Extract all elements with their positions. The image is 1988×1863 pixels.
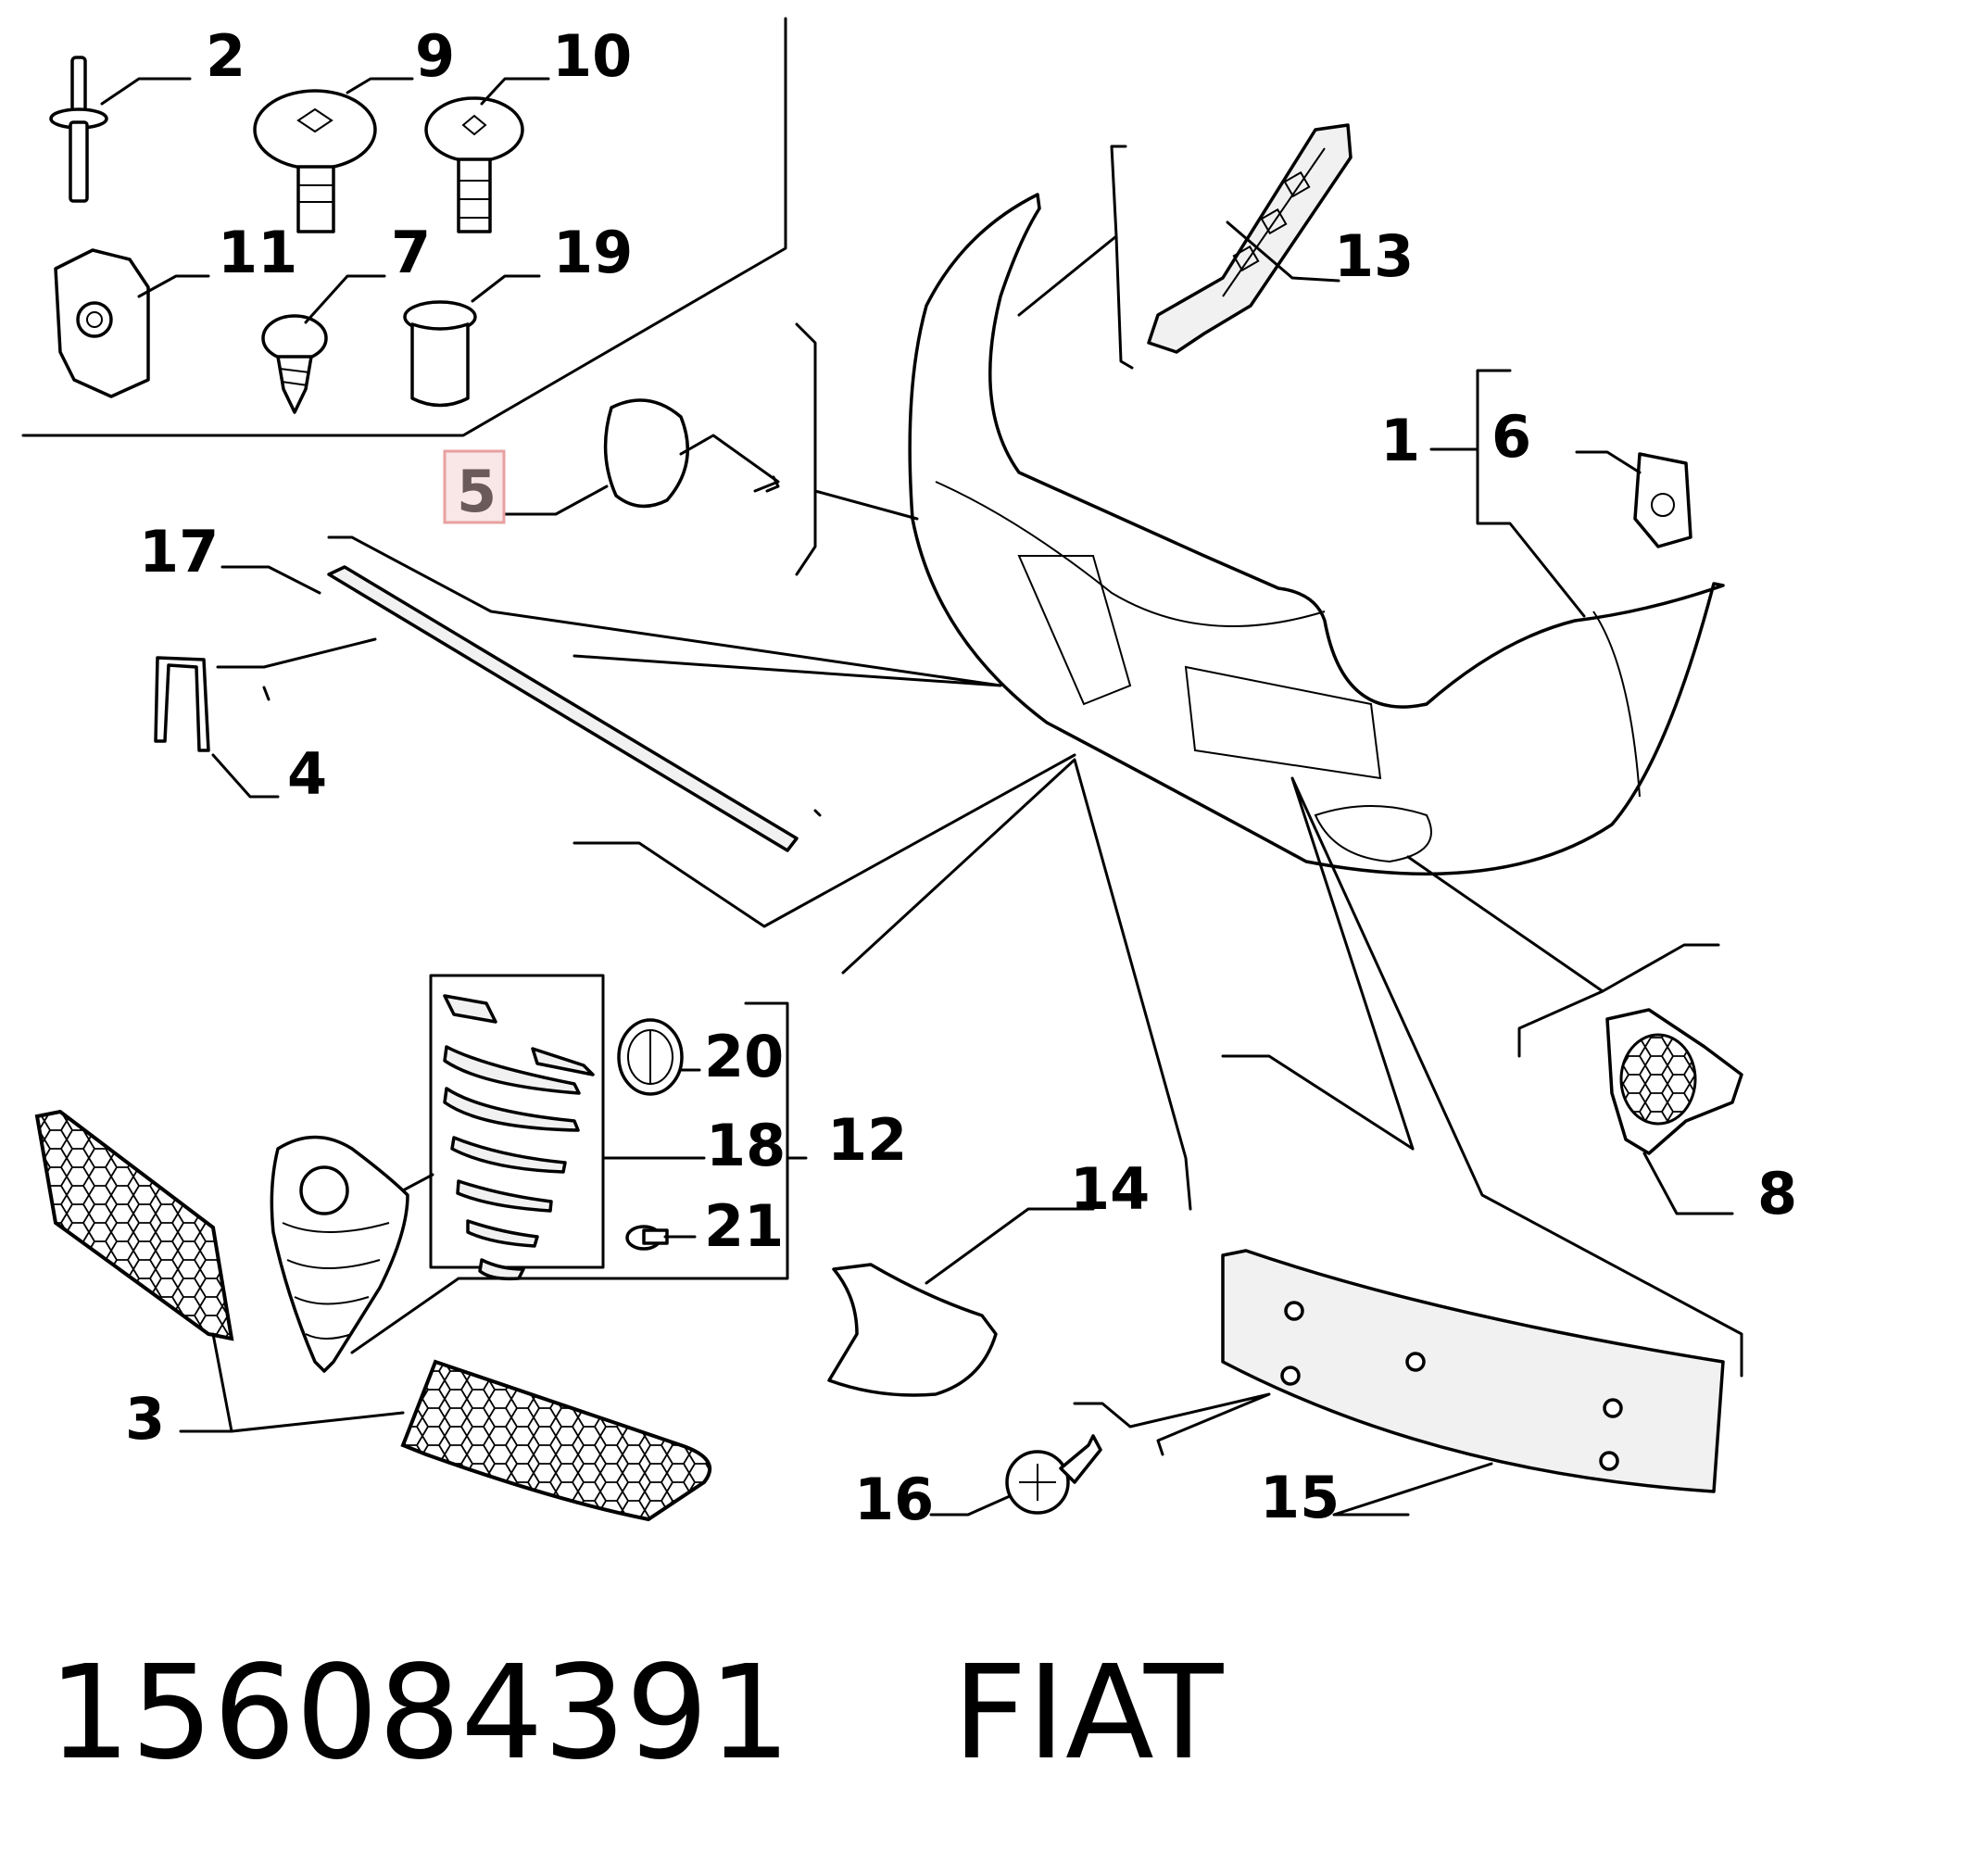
callout-5: 5 (457, 458, 497, 525)
callout-14: 14 (1070, 1155, 1150, 1223)
part-2-rivet (49, 56, 108, 203)
part-19-bush-nut (403, 300, 477, 408)
parts-exploded-diagram: 2 9 10 11 7 19 13 1 6 5 17 4 20 18 12 21… (21, 17, 1797, 1533)
part-6-clip (1633, 452, 1692, 548)
part-3-lower-grille (400, 1359, 712, 1522)
callout-15: 15 (1260, 1464, 1340, 1531)
part-18-slat-box (429, 974, 605, 1269)
part-14-fog-cover (827, 1263, 998, 1397)
part-4-staple (154, 656, 210, 752)
caption: 156084391 FIAT (48, 1635, 1901, 1793)
part-10-torx-screw (424, 96, 524, 233)
part-1-bumper-cover (908, 193, 1725, 876)
part-11-clip-nut (54, 248, 150, 398)
leader-lines (100, 77, 1743, 1517)
part-20-badge (617, 1018, 684, 1096)
part-3-side-grille (34, 1109, 234, 1341)
part-9-flange-screw (253, 89, 377, 233)
part-15-plate-bracket (1221, 1249, 1725, 1493)
part-18-slats (443, 994, 595, 1281)
callout-10: 10 (552, 22, 632, 90)
part-13-bracket (1147, 123, 1353, 354)
brand-name: FIAT (952, 1638, 1224, 1789)
callout-16: 16 (854, 1466, 934, 1533)
callout-8: 8 (1757, 1160, 1797, 1227)
part-17-moulding (327, 565, 799, 852)
callout-20: 20 (704, 1023, 784, 1090)
callout-12: 12 (827, 1106, 907, 1174)
part-21-screw (625, 1225, 669, 1251)
part-16-push-clip (1005, 1434, 1102, 1515)
callout-9: 9 (415, 22, 455, 90)
callout-labels: 2 9 10 11 7 19 13 1 6 5 17 4 20 18 12 21… (125, 22, 1797, 1533)
callout-13: 13 (1334, 222, 1414, 290)
part-7-tapping-screw (261, 314, 328, 414)
callout-2: 2 (206, 22, 245, 90)
part-8-vent-grille (1605, 1008, 1743, 1155)
part-number: 156084391 (48, 1638, 791, 1789)
callout-21: 21 (704, 1192, 784, 1260)
part-5-tow-hook-cover (603, 398, 780, 509)
callout-7: 7 (391, 219, 431, 286)
callout-11: 11 (218, 219, 297, 286)
callout-6: 6 (1491, 403, 1531, 471)
callout-4: 4 (287, 740, 327, 808)
callout-19: 19 (553, 219, 633, 286)
fastener-inset-border (21, 17, 787, 437)
part-12-shield-grille (270, 1135, 409, 1373)
callout-18: 18 (706, 1112, 786, 1179)
callout-17: 17 (139, 518, 219, 585)
callout-1: 1 (1380, 407, 1420, 474)
callout-3: 3 (125, 1385, 165, 1453)
callout-5-highlight (443, 449, 506, 524)
